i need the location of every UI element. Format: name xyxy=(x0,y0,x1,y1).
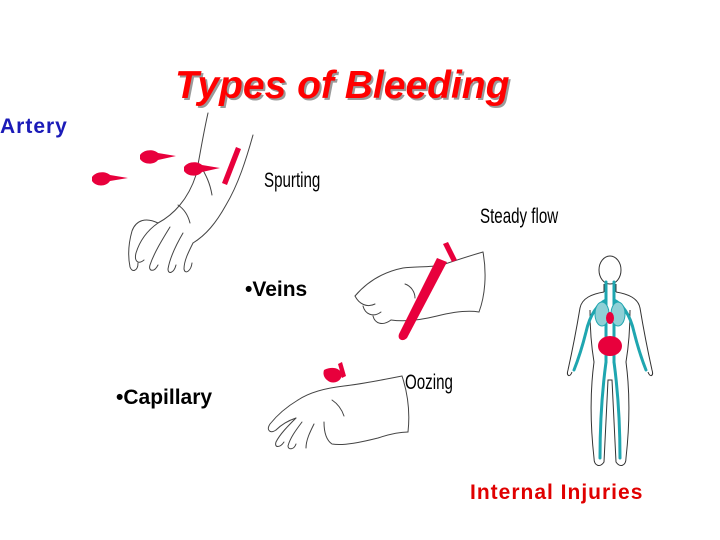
capillary-blood-ooze xyxy=(323,362,346,383)
veins-label: •Veins xyxy=(245,278,308,301)
capillary-oozing-hand-illustration xyxy=(267,362,410,450)
venous-flow-wrist-illustration xyxy=(354,242,486,341)
slide-title: Types of Bleeding xyxy=(175,64,510,107)
blood-vessels xyxy=(572,280,648,460)
internal-bleeding-area xyxy=(598,336,622,356)
organs xyxy=(594,301,626,327)
body-circulation-figure-illustration xyxy=(567,255,653,466)
venous-blood-flow xyxy=(398,242,457,341)
spurting-label: Spurting xyxy=(264,169,321,192)
artery-label: Artery xyxy=(0,115,68,138)
capillary-label: •Capillary xyxy=(116,386,213,409)
steady-flow-label: Steady flow xyxy=(480,205,559,228)
arterial-spurting-hand-illustration xyxy=(92,112,254,273)
blood-spurt-drops xyxy=(92,147,241,186)
internal-injuries-label: Internal Injuries xyxy=(470,481,644,504)
oozing-label: Oozing xyxy=(405,371,453,394)
